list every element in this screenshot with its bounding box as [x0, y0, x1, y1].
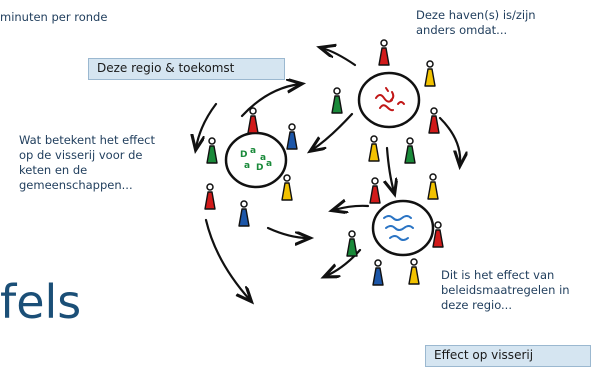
person-figure [281, 174, 293, 201]
top-circle-group [357, 71, 421, 129]
svg-text:D: D [240, 150, 247, 160]
arrow-bottom-to-left [334, 206, 370, 210]
regio-toekomst-box: Deze regio & toekomst [88, 58, 285, 80]
haven-caption-line-2: anders omdat... [416, 23, 508, 37]
svg-text:D: D [256, 163, 263, 173]
person-figure [427, 173, 439, 200]
effect-caption: Dit is het effect van beleidsmaatregelen… [441, 268, 596, 313]
effect-caption-line-1: Dit is het effect van [441, 268, 555, 282]
person-figure [408, 258, 420, 285]
svg-text:a: a [260, 153, 266, 163]
arrow-upper-left [196, 102, 218, 148]
svg-text:a: a [244, 161, 250, 171]
person-figure [428, 107, 440, 134]
person-figure [247, 107, 259, 134]
person-figure [432, 221, 444, 248]
effect-caption-line-3: deze regio... [441, 298, 512, 312]
visserij-caption-line-4: gemeenschappen... [19, 178, 133, 192]
arrow-top-to-upleft [322, 48, 357, 67]
arrow-left-to-bottom [266, 226, 308, 238]
person-figure [368, 135, 380, 162]
arrow-bottom-to-lowleft [326, 248, 362, 276]
person-figure [331, 87, 343, 114]
bottom-circle-group [371, 199, 435, 257]
person-figure [378, 39, 390, 66]
visserij-caption-line-1: Wat betekent het effect [19, 133, 156, 147]
haven-caption: Deze haven(s) is/zijn anders omdat... [416, 8, 586, 38]
big-title-fragment: fels [0, 275, 82, 329]
arrow-top-to-left [312, 112, 354, 150]
svg-text:a: a [266, 159, 272, 169]
person-figure [204, 183, 216, 210]
person-figure [424, 60, 436, 87]
person-figure [346, 230, 358, 257]
visserij-caption-line-3: keten en de [19, 163, 88, 177]
visserij-caption-line-2: op de visserij voor de [19, 148, 143, 162]
top-left-caption: minuten per ronde [0, 10, 108, 24]
visserij-caption: Wat betekent het effect op de visserij v… [19, 133, 184, 193]
arrow-top-to-right [438, 116, 460, 164]
person-figure [286, 123, 298, 150]
person-figure [404, 137, 416, 164]
effect-visserij-box: Effect op visserij [425, 345, 591, 367]
arrow-top-to-bottom [387, 146, 394, 192]
arrow-left-to-top [240, 84, 300, 118]
effect-caption-line-2: beleidsmaatregelen in [441, 283, 570, 297]
person-figure [238, 200, 250, 227]
haven-caption-line-1: Deze haven(s) is/zijn [416, 8, 536, 22]
person-figure [372, 259, 384, 286]
arrow-lower-left [204, 218, 250, 300]
people-figures [204, 39, 444, 286]
person-figure [369, 177, 381, 204]
svg-text:a: a [250, 146, 256, 156]
person-figure [206, 137, 218, 164]
cycle-arrows [196, 48, 460, 300]
